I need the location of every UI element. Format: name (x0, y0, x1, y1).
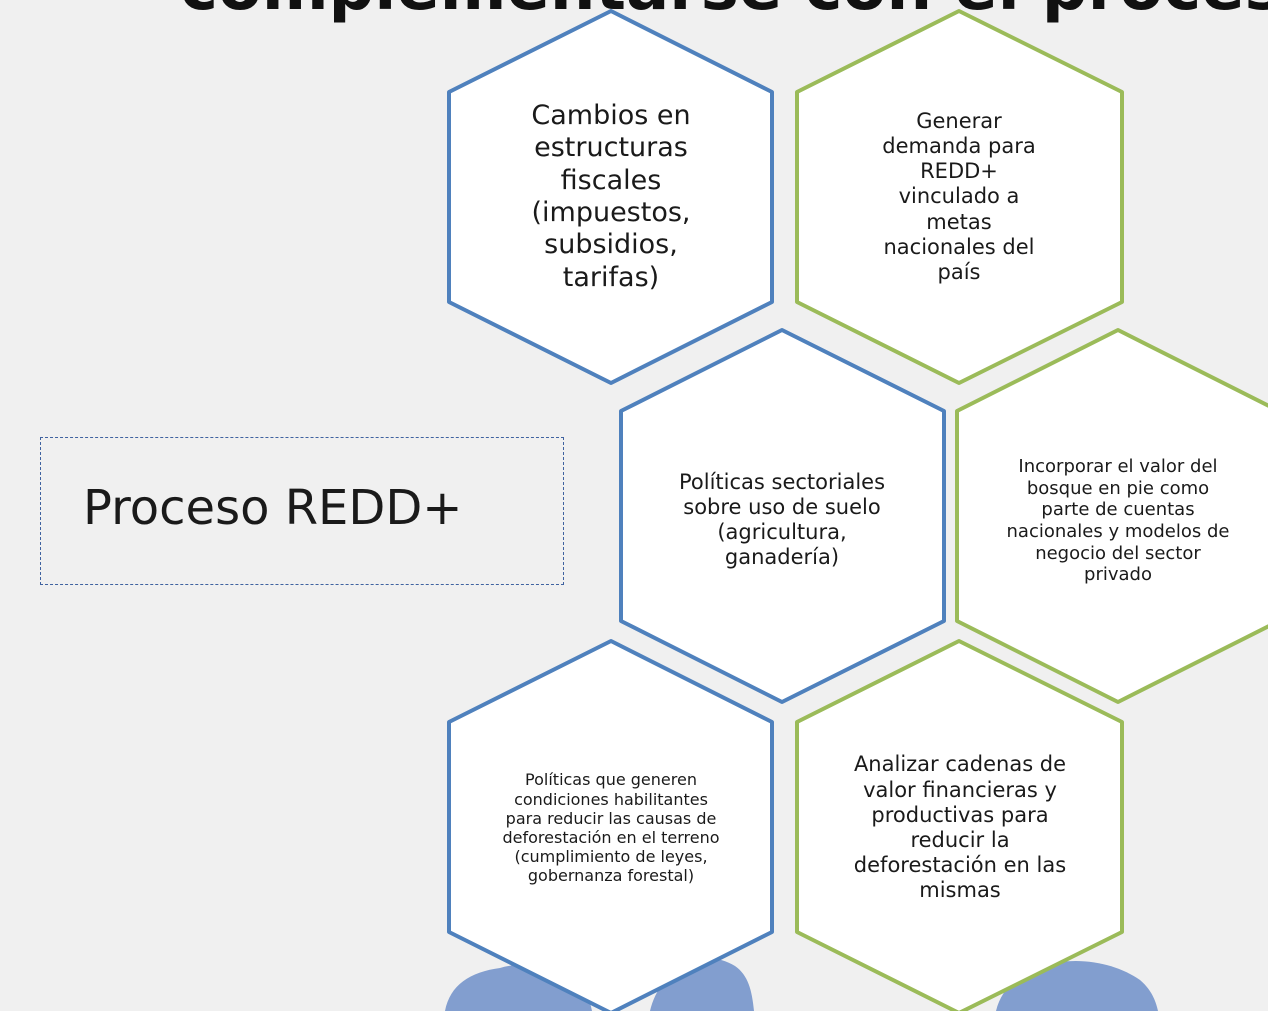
hex-text-politicas-sectoriales: Políticas sectoriales sobre uso de suelo… (678, 469, 886, 570)
hex-shape-incorporar-valor (955, 328, 1268, 704)
hex-shape-cadenas-valor (795, 639, 1124, 1011)
proceso-redd-label: Proceso REDD+ (83, 480, 463, 536)
hex-shape-generar-demanda (795, 9, 1124, 385)
page-title: complementarse con el proceso (180, 0, 1268, 20)
hex-text-cambios-fiscales: Cambios en estructuras fiscales (impuest… (531, 99, 691, 293)
hex-text-generar-demanda: Generar demanda para REDD+ vinculado a m… (882, 108, 1036, 284)
hex-shape-politicas-sectoriales (619, 328, 946, 704)
hex-text-cadenas-valor: Analizar cadenas de valor financieras y … (853, 752, 1067, 903)
hex-shape-cambios-fiscales (447, 9, 774, 385)
hex-text-incorporar-valor: Incorporar el valor del bosque en pie co… (1006, 456, 1230, 586)
hex-shape-condiciones-habilitantes (447, 639, 774, 1011)
hex-text-condiciones-habilitantes: Políticas que generen condiciones habili… (502, 770, 720, 886)
proceso-redd-box (40, 437, 564, 585)
